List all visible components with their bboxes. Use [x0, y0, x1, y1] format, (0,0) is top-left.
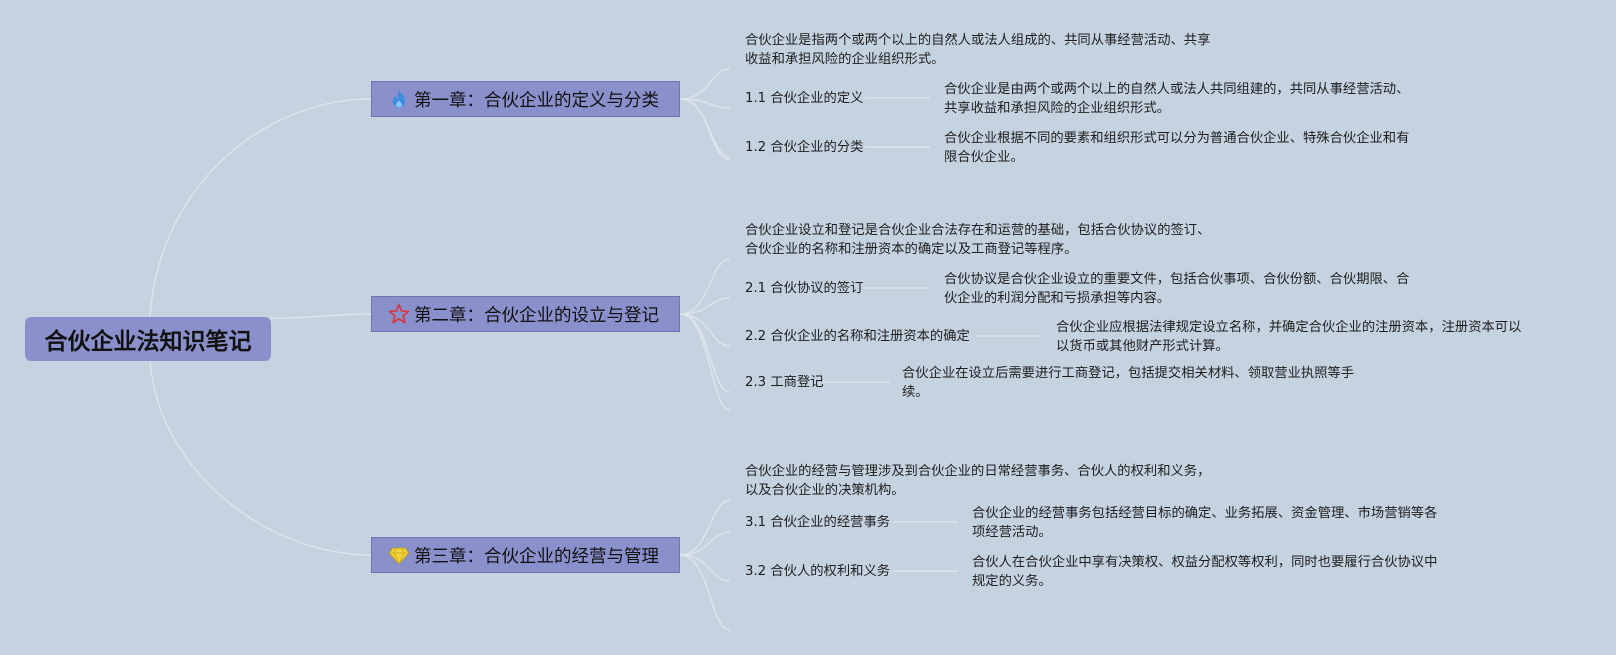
chapter-3-summary-line: 以及合伙企业的决策机构。 — [745, 483, 905, 498]
chapter-2-summary-line: 合伙企业设立和登记是合伙企业合法存在和运营的基础，包括合伙协议的签订、 — [745, 223, 1211, 238]
section-2-3-detail[interactable]: 合伙企业在设立后需要进行工商登记，包括提交相关材料、领取营业执照等手续。 — [902, 364, 1354, 402]
section-1-1-detail-line: 共享收益和承担风险的企业组织形式。 — [944, 101, 1171, 116]
chapter-3-summary-line: 合伙企业的经营与管理涉及到合伙企业的日常经营事务、合伙人的权利和义务， — [745, 464, 1211, 479]
section-3-1-link — [679, 531, 731, 556]
chapter-1-summary-line: 合伙企业是指两个或两个以上的自然人或法人组成的、共同从事经营活动、共享 — [745, 33, 1211, 48]
section-1-1-detail[interactable]: 合伙企业是由两个或两个以上的自然人或法人共同组建的，共同从事经营活动、共享收益和… — [944, 80, 1409, 118]
chapter-1-topic[interactable]: 第一章：合伙企业的定义与分类 — [371, 81, 680, 117]
section-3-1-detail-line: 合伙企业的经营事务包括经营目标的确定、业务拓展、资金管理、市场营销等各 — [972, 506, 1438, 521]
section-2-1-detail-line: 合伙协议是合伙企业设立的重要文件，包括合伙事项、合伙份额、合伙期限、合 — [944, 272, 1410, 287]
section-1-2-detail-line: 合伙企业根据不同的要素和组织形式可以分为普通合伙企业、特殊合伙企业和有 — [944, 131, 1410, 146]
chapter-1-summary-line: 收益和承担风险的企业组织形式。 — [745, 52, 945, 67]
chapter-2-topic[interactable]: 第二章：合伙企业的设立与登记 — [371, 296, 680, 332]
section-2-2-detail[interactable]: 合伙企业应根据法律规定设立名称，并确定合伙企业的注册资本，注册资本可以以货币或其… — [1056, 318, 1521, 356]
chapter-3-summary-link — [679, 499, 731, 556]
chapter-title: 第三章：合伙企业的经营与管理 — [414, 546, 659, 567]
section-1-1-label[interactable]: 1.1 合伙企业的定义 — [745, 91, 864, 106]
root-link-3 — [149, 360, 372, 556]
chapter-title: 第一章：合伙企业的定义与分类 — [414, 90, 659, 111]
section-2-2-link — [679, 313, 731, 347]
section-3-2-detail-line: 规定的义务。 — [972, 574, 1052, 589]
section-1-1-link — [679, 98, 731, 109]
chapter-2-summary-line: 合伙企业的名称和注册资本的确定以及工商登记等程序。 — [745, 242, 1078, 257]
section-3-1-label[interactable]: 3.1 合伙企业的经营事务 — [745, 515, 891, 530]
section-2-2-label[interactable]: 2.2 合伙企业的名称和注册资本的确定 — [745, 329, 970, 344]
section-2-1-detail-line: 伙企业的利润分配和亏损承担等内容。 — [944, 291, 1171, 306]
section-2-1-link — [679, 297, 731, 315]
section-2-3-detail-line: 合伙企业在设立后需要进行工商登记，包括提交相关材料、领取营业执照等手 — [902, 366, 1355, 381]
chapter-3-end-link — [679, 554, 731, 631]
section-3-2-label[interactable]: 3.2 合伙人的权利和义务 — [745, 564, 891, 579]
section-1-1-detail-line: 合伙企业是由两个或两个以上的自然人或法人共同组建的，共同从事经营活动、 — [944, 82, 1410, 97]
chapter-2-end-link — [679, 313, 731, 411]
section-3-1-detail[interactable]: 合伙企业的经营事务包括经营目标的确定、业务拓展、资金管理、市场营销等各项经营活动… — [972, 504, 1437, 542]
chapter-2-summary[interactable]: 合伙企业设立和登记是合伙企业合法存在和运营的基础，包括合伙协议的签订、合伙企业的… — [745, 221, 1210, 259]
root-link-2 — [270, 313, 372, 319]
section-1-2-label[interactable]: 1.2 合伙企业的分类 — [745, 140, 864, 155]
star-icon — [388, 303, 410, 325]
section-3-1-detail-line: 项经营活动。 — [972, 525, 1052, 540]
section-3-2-detail[interactable]: 合伙人在合伙企业中享有决策权、权益分配权等权利，同时也要履行合伙协议中规定的义务… — [972, 553, 1437, 591]
section-2-2-detail-line: 以货币或其他财产形式计算。 — [1056, 339, 1229, 354]
section-2-3-label[interactable]: 2.3 工商登记 — [745, 375, 824, 390]
root-link-1 — [149, 98, 372, 318]
section-3-2-link — [679, 554, 731, 582]
section-2-1-detail[interactable]: 合伙协议是合伙企业设立的重要文件，包括合伙事项、合伙份额、合伙期限、合伙企业的利… — [944, 270, 1409, 308]
root-topic[interactable]: 合伙企业法知识笔记 — [25, 317, 271, 361]
diamond-icon — [388, 544, 410, 566]
section-1-2-detail-line: 限合伙企业。 — [944, 150, 1024, 165]
chapter-title: 第二章：合伙企业的设立与登记 — [414, 305, 659, 326]
fire-icon — [388, 88, 410, 110]
section-3-2-detail-line: 合伙人在合伙企业中享有决策权、权益分配权等权利，同时也要履行合伙协议中 — [972, 555, 1438, 570]
chapter-1-summary[interactable]: 合伙企业是指两个或两个以上的自然人或法人组成的、共同从事经营活动、共享收益和承担… — [745, 31, 1210, 69]
chapter-2-summary-link — [679, 258, 731, 315]
chapter-1-summary-link — [679, 68, 731, 100]
section-2-1-label[interactable]: 2.1 合伙协议的签订 — [745, 281, 864, 296]
chapter-3-summary[interactable]: 合伙企业的经营与管理涉及到合伙企业的日常经营事务、合伙人的权利和义务， 以及合伙企… — [745, 462, 1210, 500]
section-2-3-detail-line: 续。 — [902, 385, 929, 400]
chapter-3-topic[interactable]: 第三章：合伙企业的经营与管理 — [371, 537, 680, 573]
section-1-2-detail[interactable]: 合伙企业根据不同的要素和组织形式可以分为普通合伙企业、特殊合伙企业和有限合伙企业… — [944, 129, 1409, 167]
chapter-1-end-link — [679, 98, 731, 161]
section-2-2-detail-line: 合伙企业应根据法律规定设立名称，并确定合伙企业的注册资本，注册资本可以 — [1056, 320, 1522, 335]
